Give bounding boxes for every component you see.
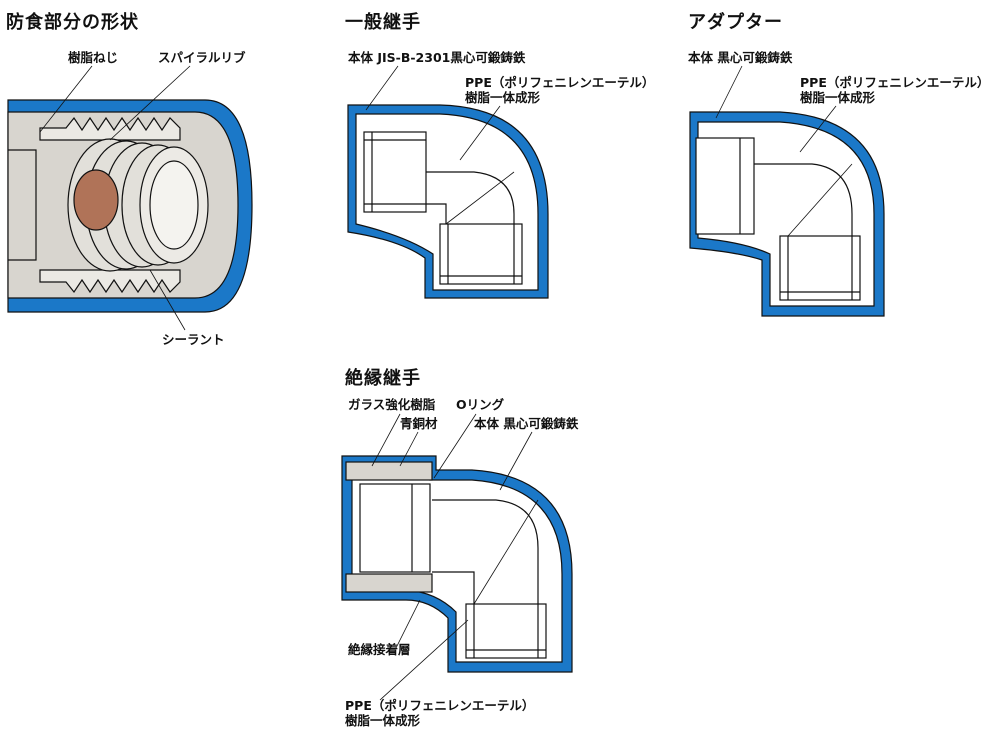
sealant-label: シーラント	[162, 332, 225, 347]
anticorrosion-title: 防食部分の形状	[6, 12, 139, 33]
adapter-ppe-label-1: PPE（ポリフェニレンエーテル）	[800, 75, 990, 90]
adapter-ppe-label-2: 樹脂一体成形	[800, 90, 876, 105]
general-joint-title: 一般継手	[345, 12, 421, 33]
insulated-body-label: 本体 黒心可鍛鋳鉄	[474, 416, 579, 431]
glass-resin-label: ガラス強化樹脂	[348, 397, 436, 412]
insulated-leaders	[371, 413, 533, 701]
general-elbow-drawing	[347, 104, 549, 299]
insulated-elbow-drawing	[341, 455, 573, 673]
resin-thread-label: 樹脂ねじ	[68, 50, 119, 65]
insulated-ppe-label-1: PPE（ポリフェニレンエーテル）	[345, 698, 535, 713]
general-ppe-label-1: PPE（ポリフェニレンエーテル）	[465, 75, 655, 90]
adhesive-layer-label: 絶縁接着層	[348, 642, 411, 657]
anticorrosion-leaders	[39, 65, 191, 331]
general-body-label: 本体 JIS-B-2301黒心可鍛鋳鉄	[348, 50, 526, 65]
bronze-label: 青銅材	[400, 416, 438, 431]
anticorrosion-thread-drawing	[7, 99, 253, 313]
oring-label: Oリング	[456, 397, 505, 412]
adapter-body-label: 本体 黒心可鍛鋳鉄	[688, 50, 793, 65]
insulated-ppe-label-2: 樹脂一体成形	[345, 713, 421, 728]
adapter-title: アダプター	[688, 12, 783, 33]
spiral-rib-label: スパイラルリブ	[158, 50, 246, 65]
adapter-drawing	[689, 111, 885, 317]
general-ppe-label-2: 樹脂一体成形	[465, 90, 541, 105]
insulated-joint-title: 絶縁継手	[345, 368, 421, 389]
general-leaders	[365, 65, 501, 161]
adapter-leaders	[715, 65, 837, 153]
